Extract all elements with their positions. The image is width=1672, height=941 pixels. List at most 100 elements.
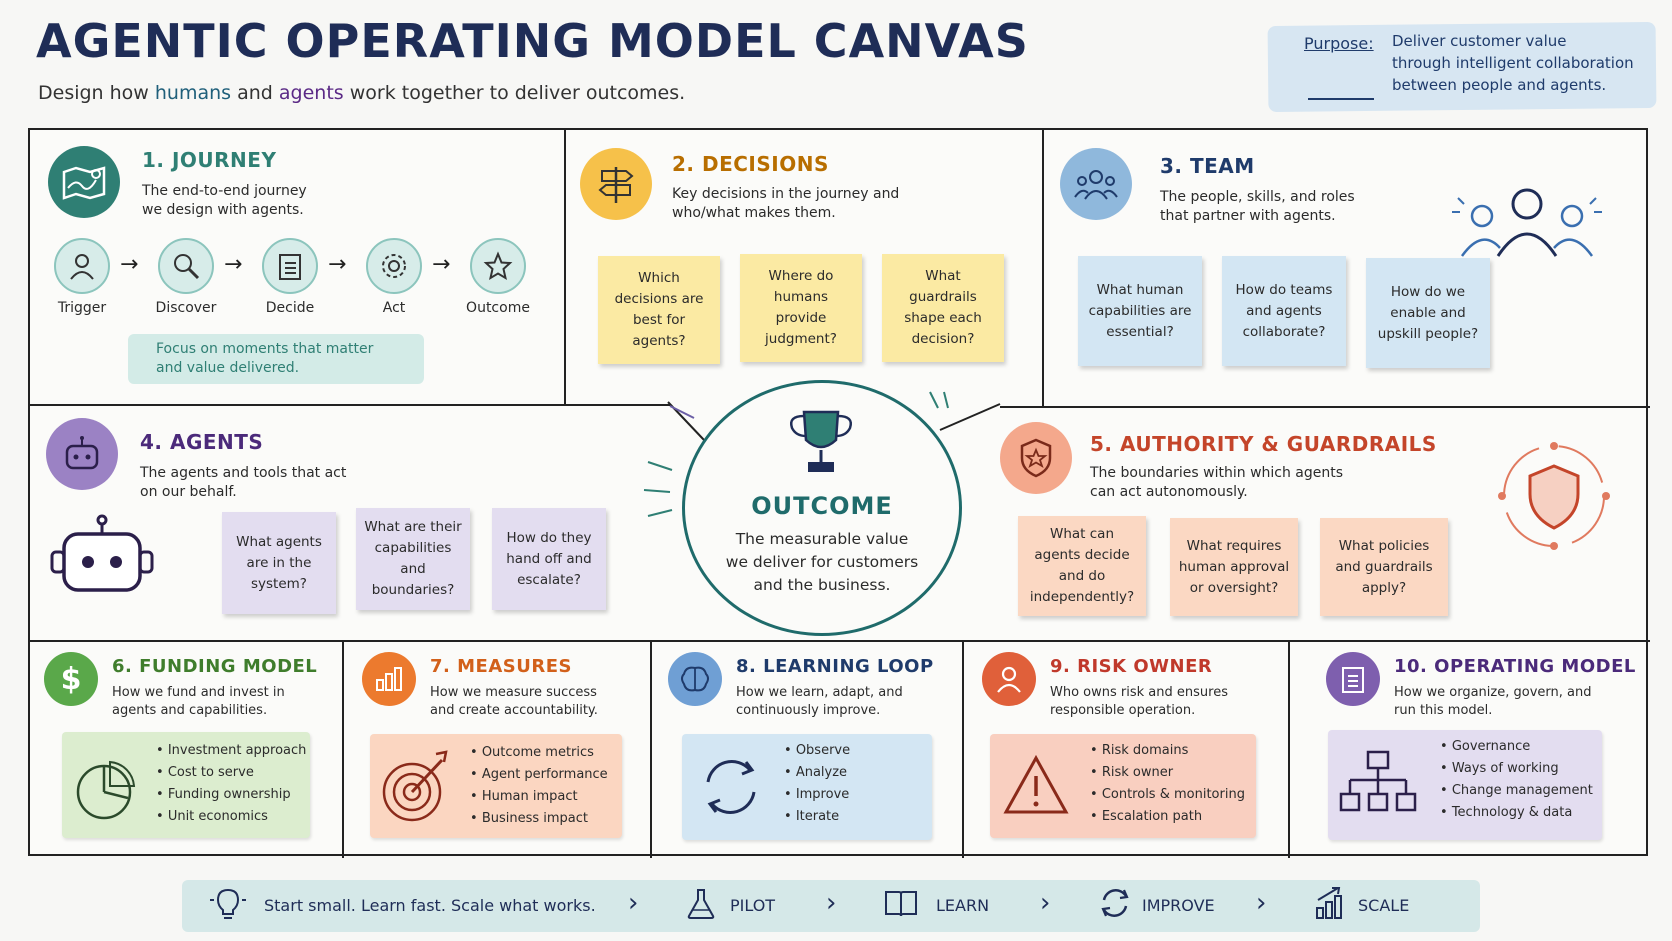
divider <box>30 640 1650 642</box>
risk-desc-line: Who owns risk and ensures <box>1050 685 1228 700</box>
funding-item: Cost to serve <box>156 762 306 784</box>
opmodel-item: Change management <box>1440 780 1593 802</box>
team-icon <box>1060 148 1132 220</box>
opmodel-desc-line: How we organize, govern, and <box>1394 685 1592 700</box>
signpost-icon <box>580 148 652 220</box>
subtitle-agents: agents <box>278 82 344 104</box>
funding-item: Investment approach <box>156 740 307 762</box>
outcome-desc-line: we deliver for customers <box>725 553 919 571</box>
gear-icon <box>366 238 422 294</box>
funding-title: 6. FUNDING MODEL <box>112 656 318 677</box>
shield-orbit-icon <box>1494 436 1614 560</box>
agents-title: 4. AGENTS <box>140 430 264 454</box>
chevron-right-icon: › <box>826 888 837 918</box>
funding-list: Investment approach Cost to serve Fundin… <box>156 740 307 828</box>
risk-list: Risk domains Risk owner Controls & monit… <box>1090 740 1245 828</box>
opmodel-desc-line: run this model. <box>1394 703 1493 718</box>
divider <box>962 640 964 858</box>
agents-sticky-note: What are their capabilities and boundari… <box>356 508 470 610</box>
journey-step: Discover <box>155 300 217 316</box>
search-icon <box>158 238 214 294</box>
agents-desc-line: on our behalf. <box>140 484 237 500</box>
cycle-icon <box>696 752 766 826</box>
clipboard-icon <box>1326 652 1380 706</box>
agents-sticky-note: How do they hand off and escalate? <box>492 508 606 610</box>
team-sticky-note: What human capabilities are essential? <box>1078 256 1202 366</box>
measures-desc: How we measure success and create accoun… <box>430 684 598 720</box>
team-title: 3. TEAM <box>1160 154 1255 178</box>
divider <box>1288 640 1290 858</box>
chevron-right-icon: › <box>628 888 639 918</box>
risk-item: Risk owner <box>1090 762 1245 784</box>
measures-list: Outcome metrics Agent performance Human … <box>470 742 608 830</box>
decisions-desc-line: Key decisions in the journey and <box>672 186 900 202</box>
measures-item: Agent performance <box>470 764 608 786</box>
outcome-desc-line: and the business. <box>753 576 891 594</box>
authority-title: 5. AUTHORITY & GUARDRAILS <box>1090 432 1437 456</box>
journey-desc: The end-to-end journey we design with ag… <box>142 182 307 220</box>
journey-step: Outcome <box>466 300 530 316</box>
page-title: AGENTIC OPERATING MODEL CANVAS <box>36 14 1029 68</box>
risk-desc: Who owns risk and ensures responsible op… <box>1050 684 1228 720</box>
lightbulb-icon <box>208 884 248 928</box>
learning-desc-line: continuously improve. <box>736 703 881 718</box>
star-icon <box>470 238 526 294</box>
funding-desc: How we fund and invest in agents and cap… <box>112 684 285 720</box>
learning-desc-line: How we learn, adapt, and <box>736 685 903 700</box>
opmodel-title: 10. OPERATING MODEL <box>1394 656 1636 677</box>
robot-icon <box>46 418 118 490</box>
decisions-desc: Key decisions in the journey and who/wha… <box>672 185 899 223</box>
footer-stage-scale: SCALE <box>1358 896 1410 915</box>
agents-sticky-note: What agents are in the system? <box>222 512 336 614</box>
learning-item: Analyze <box>784 762 850 784</box>
risk-title: 9. RISK OWNER <box>1050 656 1213 677</box>
journey-note <box>128 334 424 384</box>
purpose-underline <box>1308 98 1374 100</box>
clipboard-icon <box>262 238 318 294</box>
opmodel-item: Technology & data <box>1440 802 1593 824</box>
outcome-desc-line: The measurable value <box>735 530 909 548</box>
divider <box>1000 406 1650 408</box>
trigger-icon <box>54 238 110 294</box>
measures-title: 7. MEASURES <box>430 656 572 677</box>
purpose-line-3: between people and agents. <box>1392 76 1607 94</box>
outcome-desc: The measurable value we deliver for cust… <box>682 528 962 597</box>
journey-step: Act <box>382 300 406 316</box>
growth-chart-icon <box>1314 886 1348 924</box>
arrow-right-icon: → <box>328 252 347 277</box>
learning-list: Observe Analyze Improve Iterate <box>784 740 850 828</box>
flask-icon <box>686 888 716 924</box>
org-chart-icon <box>1338 750 1418 820</box>
decisions-sticky-note: What guardrails shape each decision? <box>882 254 1004 362</box>
pie-chart-icon <box>74 758 138 826</box>
refresh-icon <box>1098 886 1132 924</box>
trophy-icon <box>784 406 858 482</box>
authority-sticky-note: What policies and guardrails apply? <box>1320 518 1448 616</box>
footer-stage-improve: IMPROVE <box>1142 896 1215 915</box>
learning-item: Observe <box>784 740 850 762</box>
decisions-desc-line: who/what makes them. <box>672 205 836 221</box>
subtitle-text: work together to deliver outcomes. <box>343 82 686 104</box>
chevron-right-icon: › <box>1256 888 1267 918</box>
agents-desc: The agents and tools that act on our beh… <box>140 464 346 502</box>
authority-sticky-note: What can agents decide and do independen… <box>1018 516 1146 616</box>
funding-desc-line: agents and capabilities. <box>112 703 268 718</box>
authority-desc-line: can act autonomously. <box>1090 484 1248 500</box>
journey-step: Decide <box>265 300 315 316</box>
subtitle-text: and <box>231 82 279 104</box>
learning-item: Improve <box>784 784 850 806</box>
journey-step: Trigger <box>57 300 107 316</box>
divider <box>564 130 566 406</box>
learning-desc: How we learn, adapt, and continuously im… <box>736 684 903 720</box>
funding-desc-line: How we fund and invest in <box>112 685 285 700</box>
footer-stage-pilot: PILOT <box>730 896 776 915</box>
opmodel-item: Ways of working <box>1440 758 1593 780</box>
decisions-sticky-note: Which decisions are best for agents? <box>598 256 720 364</box>
risk-item: Escalation path <box>1090 806 1245 828</box>
opmodel-list: Governance Ways of working Change manage… <box>1440 736 1593 824</box>
warning-icon <box>1002 754 1070 820</box>
subtitle-text: Design how <box>38 82 155 104</box>
purpose-line-1: Deliver customer value <box>1392 32 1567 50</box>
opmodel-item: Governance <box>1440 736 1593 758</box>
arrow-right-icon: → <box>224 252 243 277</box>
